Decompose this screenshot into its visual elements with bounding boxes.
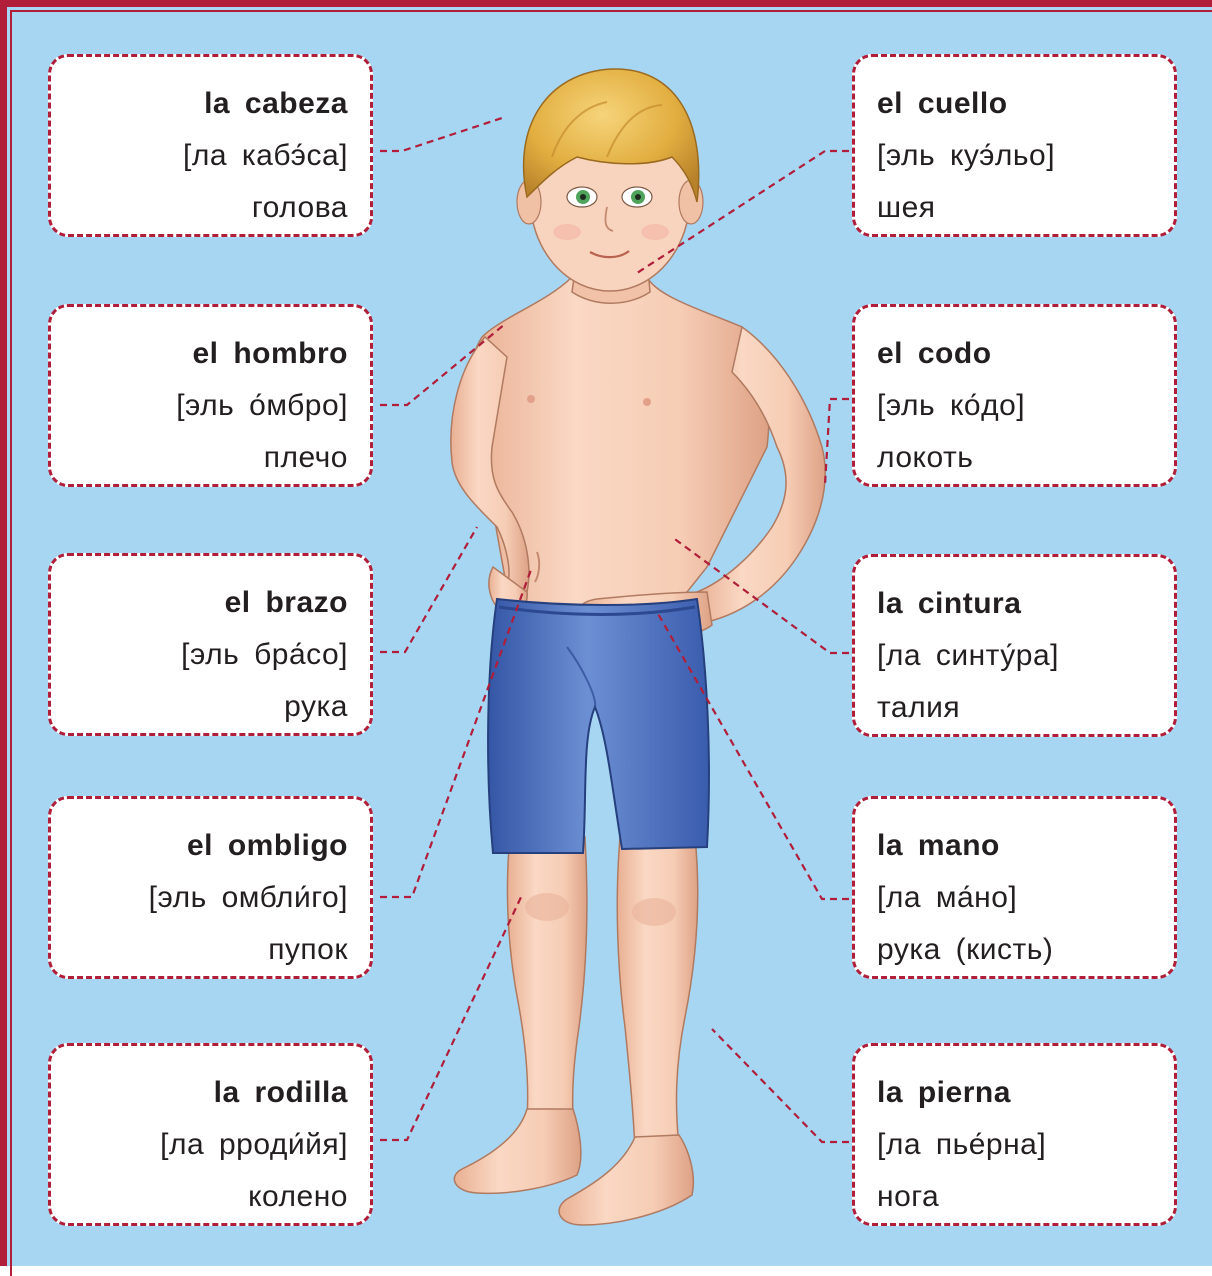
label-card-knee: la rodilla [ла рроди́йя] колено [48, 1043, 373, 1226]
label-card-leg: la pierna [ла пье́рна] нога [852, 1043, 1177, 1226]
translation: пупок [61, 924, 348, 976]
translation: голова [61, 182, 348, 234]
translation: шея [877, 182, 1164, 234]
translation: талия [877, 682, 1164, 734]
pronunciation: [эль омбли́го] [61, 872, 348, 924]
translation: рука (кисть) [877, 924, 1164, 976]
pronunciation: [ла кабэ́са] [61, 130, 348, 182]
label-card-elbow: el codo [эль ко́до] локоть [852, 304, 1177, 487]
label-card-shoulder: el hombro [эль о́мбро] плечо [48, 304, 373, 487]
label-card-head: la cabeza [ла кабэ́са] голова [48, 54, 373, 237]
pronunciation: [ла пье́рна] [877, 1119, 1164, 1171]
pronunciation: [ла ма́но] [877, 872, 1164, 924]
head [517, 69, 703, 291]
pronunciation: [ла рроди́йя] [61, 1119, 348, 1171]
shorts [488, 599, 709, 853]
spanish-word: el codo [877, 328, 1164, 380]
spanish-word: la rodilla [61, 1067, 348, 1119]
translation: локоть [877, 432, 1164, 484]
label-card-neck: el cuello [эль куэ́льо] шея [852, 54, 1177, 237]
translation: рука [61, 681, 348, 733]
translation: плечо [61, 432, 348, 484]
spanish-word: el ombligo [61, 820, 348, 872]
translation: нога [877, 1171, 1164, 1223]
spanish-word: la mano [877, 820, 1164, 872]
spanish-word: el cuello [877, 78, 1164, 130]
label-card-waist: la cintura [ла синту́ра] талия [852, 554, 1177, 737]
translation: колено [61, 1171, 348, 1223]
label-card-arm: el brazo [эль бра́со] рука [48, 553, 373, 736]
label-card-hand: la mano [ла ма́но] рука (кисть) [852, 796, 1177, 979]
pronunciation: [эль ко́до] [877, 380, 1164, 432]
spanish-word: la pierna [877, 1067, 1164, 1119]
label-card-navel: el ombligo [эль омбли́го] пупок [48, 796, 373, 979]
spanish-word: el hombro [61, 328, 348, 380]
legs [507, 837, 697, 1149]
pronunciation: [ла синту́ра] [877, 630, 1164, 682]
pronunciation: [эль куэ́льо] [877, 130, 1164, 182]
spanish-word: la cintura [877, 578, 1164, 630]
pronunciation: [эль бра́со] [61, 629, 348, 681]
pronunciation: [эль о́мбро] [61, 380, 348, 432]
spanish-word: la cabeza [61, 78, 348, 130]
spanish-word: el brazo [61, 577, 348, 629]
